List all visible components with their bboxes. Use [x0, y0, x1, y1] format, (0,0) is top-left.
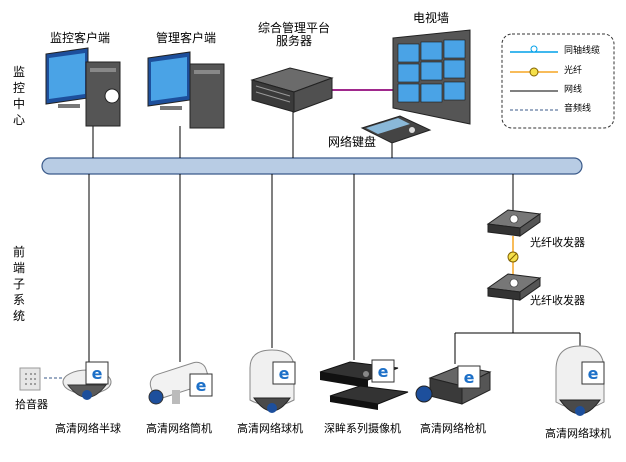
deep-eye-camera-icon — [319, 361, 409, 410]
section-label-monitor-center: 监控中心 — [12, 65, 25, 127]
svg-text:e: e — [92, 364, 103, 383]
fiber-icon — [529, 67, 539, 77]
bullet-camera-icon — [148, 361, 209, 405]
svg-text:e: e — [196, 376, 207, 395]
svg-text:e: e — [378, 362, 389, 381]
svg-text:e: e — [464, 368, 475, 387]
video-wall-label: 电视墙 — [413, 11, 450, 25]
hd-dome-label-2: 高清网络球机 — [545, 427, 611, 440]
hd-half-dome-label: 高清网络半球 — [55, 422, 121, 435]
svg-text:e: e — [588, 364, 599, 383]
coax-icon — [530, 45, 538, 53]
legend-box — [501, 33, 615, 129]
section-label-frontend: 前端子系统 — [12, 245, 25, 323]
fiber-transceiver-icon-2 — [486, 273, 542, 301]
platform-server-label: 综合管理平台 服务器 — [257, 21, 330, 48]
fiber-connector-icon — [507, 251, 519, 263]
legend-coax: 同轴线缆 — [564, 46, 601, 56]
video-wall-icon — [392, 29, 471, 125]
svg-text:e: e — [279, 364, 290, 383]
fiber-transceiver-label-2: 光纤收发器 — [530, 294, 585, 307]
legend-network: 网线 — [564, 85, 583, 95]
pickup-label: 拾音器 — [15, 398, 48, 411]
fiber-transceiver-label-1: 光纤收发器 — [530, 236, 585, 249]
monitor-client-icon — [45, 47, 121, 127]
server-icon — [250, 67, 334, 113]
manage-client-label: 管理客户端 — [156, 31, 217, 45]
hd-bullet-label: 高清网络筒机 — [146, 422, 212, 435]
network-bus — [41, 157, 583, 175]
legend-fiber: 光纤 — [564, 66, 583, 76]
pickup-icon — [19, 367, 41, 391]
deep-eye-label: 深眸系列摄像机 — [324, 422, 401, 435]
hd-box-label: 高清网络枪机 — [420, 422, 486, 435]
monitor-client-label: 监控客户端 — [50, 31, 111, 45]
hd-dome-label-1: 高清网络球机 — [237, 422, 303, 435]
ie-icon: e e e e e e — [85, 359, 605, 397]
keyboard-icon — [360, 115, 432, 144]
fiber-transceiver-icon-1 — [486, 209, 542, 237]
network-keyboard-label: 网络键盘 — [328, 135, 377, 149]
legend-audio: 音频线 — [564, 104, 592, 114]
manage-client-icon — [147, 51, 225, 129]
